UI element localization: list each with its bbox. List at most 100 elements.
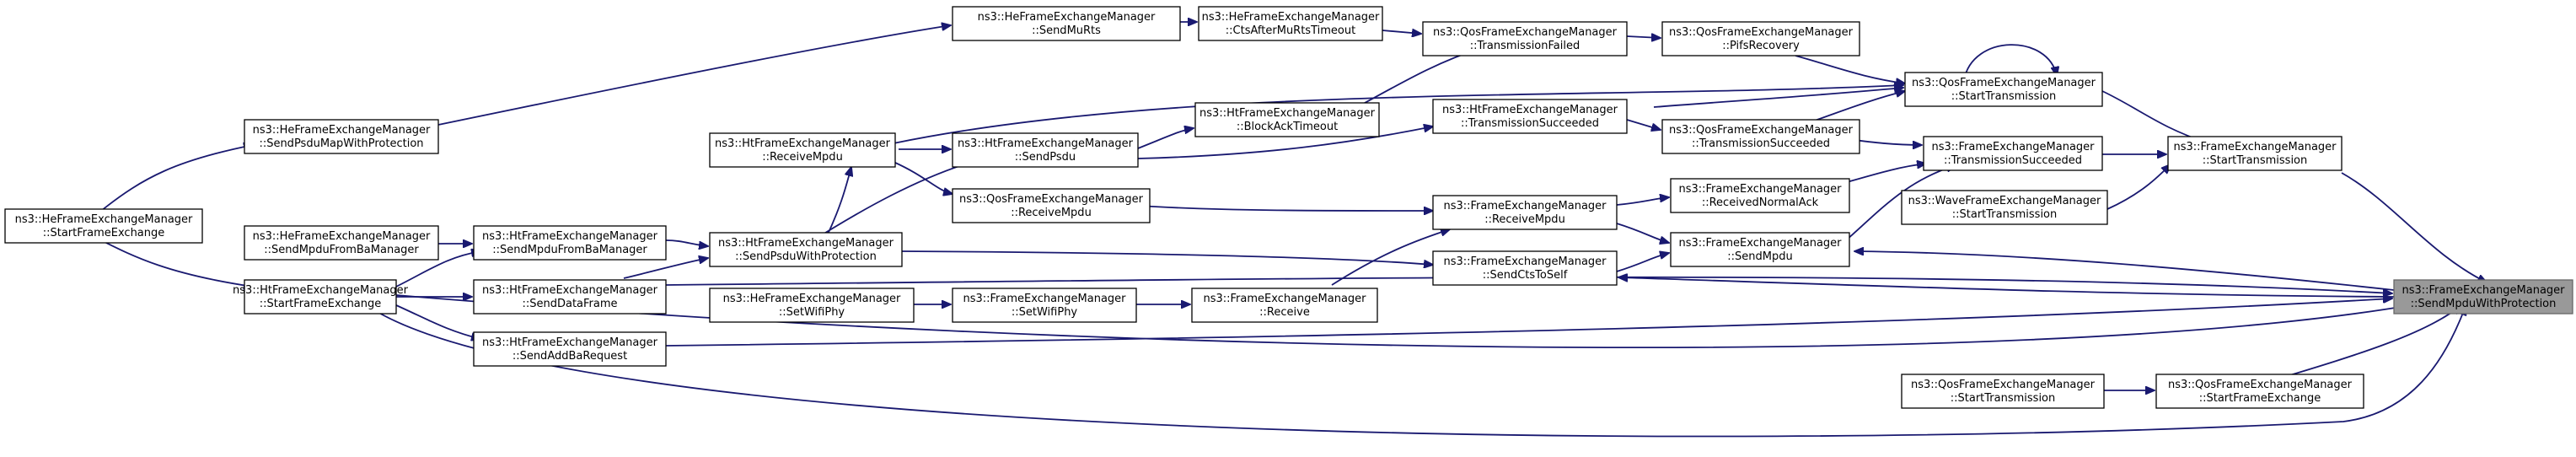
node-qos-transmission-failed[interactable]: ns3::QosFrameExchangeManager ::Transmiss…	[1422, 21, 1628, 56]
edge-htstartfe-htsendmpdufromba	[395, 251, 480, 288]
node-label-class: ns3::FrameExchangeManager	[963, 293, 1126, 305]
node-he-set-wifi-phy[interactable]: ns3::HeFrameExchangeManager ::SetWifiPhy	[709, 288, 915, 323]
edge-sendpsdumap-sendmurts	[437, 25, 951, 126]
node-label-class: ns3::HtFrameExchangeManager	[233, 284, 409, 297]
node-fe-set-wifi-phy[interactable]: ns3::FrameExchangeManager ::SetWifiPhy	[952, 288, 1137, 323]
node-label-method: ::StartTransmission	[2203, 154, 2308, 167]
node-he-send-psdu-map-with-protection[interactable]: ns3::HeFrameExchangeManager ::SendPsduMa…	[244, 119, 439, 154]
edge-httranssucc-qosstart	[1653, 88, 1903, 108]
node-label-method: ::StartFrameExchange	[43, 227, 165, 239]
node-label-method: ::ReceiveMpdu	[762, 151, 843, 164]
node-label-method: ::SendMpdu	[1727, 250, 1792, 263]
node-ht-transmission-succeeded[interactable]: ns3::HtFrameExchangeManager ::Transmissi…	[1432, 99, 1628, 134]
edge-qostranssucc-qosstart	[1811, 91, 1905, 122]
node-ht-send-data-frame[interactable]: ns3::HtFrameExchangeManager ::SendDataFr…	[473, 279, 667, 315]
node-label-class: ns3::HtFrameExchangeManager	[482, 284, 658, 297]
node-label-method: ::TransmissionFailed	[1470, 40, 1580, 52]
node-ht-send-mpdu-from-ba-manager[interactable]: ns3::HtFrameExchangeManager ::SendMpduFr…	[473, 225, 667, 261]
node-label-class: ns3::HtFrameExchangeManager	[482, 336, 658, 349]
edges	[100, 22, 2487, 438]
node-label-method: ::SendMpduWithProtection	[2411, 298, 2557, 310]
node-label-class: ns3::HeFrameExchangeManager	[253, 230, 431, 243]
edge-hestartfe-sendpsdumap	[100, 145, 253, 212]
node-label-class: ns3::QosFrameExchangeManager	[2168, 379, 2353, 391]
edge-sendpsdu-httranssucc	[1137, 126, 1433, 159]
node-label-class: ns3::QosFrameExchangeManager	[1912, 77, 2096, 89]
node-qos-pifs-recovery[interactable]: ns3::QosFrameExchangeManager ::PifsRecov…	[1661, 21, 1860, 56]
node-label-class: ns3::QosFrameExchangeManager	[1669, 26, 1854, 39]
edge-festarttransmission-sendmpduwithprotection	[2341, 172, 2487, 282]
node-label-method: ::SendMpduFromBaManager	[264, 244, 419, 256]
node-label-method: ::StartTransmission	[1952, 208, 2058, 221]
edge-htstartfe-sendaddba	[395, 304, 480, 339]
node-send-mpdu-with-protection[interactable]: ns3::FrameExchangeManager ::SendMpduWith…	[2393, 279, 2573, 315]
node-label-method: ::CtsAfterMuRtsTimeout	[1226, 24, 1355, 37]
node-qos-start-frame-exchange[interactable]: ns3::QosFrameExchangeManager ::StartFram…	[2155, 374, 2364, 409]
node-he-send-mu-rts[interactable]: ns3::HeFrameExchangeManager ::SendMuRts	[952, 6, 1181, 41]
node-label-method: ::SendCtsToSelf	[1483, 269, 1568, 282]
edge-htstartfe-to-qosstartfe-loop	[353, 294, 2466, 438]
node-label-class: ns3::QosFrameExchangeManager	[1911, 379, 2096, 391]
node-label-class: ns3::HtFrameExchangeManager	[958, 137, 1134, 150]
node-label-class: ns3::HtFrameExchangeManager	[1442, 104, 1618, 116]
edge-htsendaddba-sendmpduwithprotection	[665, 298, 2392, 347]
node-label-method: ::SendDataFrame	[522, 298, 617, 310]
edge-qosstartframeexchange-sendmpduwithprotection	[2275, 305, 2461, 380]
node-label-method: ::StartFrameExchange	[260, 298, 382, 310]
node-label-method: ::ReceivedNormalAck	[1702, 196, 1819, 209]
node-ht-start-frame-exchange[interactable]: ns3::HtFrameExchangeManager ::StartFrame…	[233, 279, 409, 315]
node-fe-receive-mpdu[interactable]: ns3::FrameExchangeManager ::ReceiveMpdu	[1432, 195, 1618, 230]
node-label-class: ns3::WaveFrameExchangeManager	[1908, 195, 2101, 207]
node-qos-receive-mpdu[interactable]: ns3::QosFrameExchangeManager ::ReceiveMp…	[952, 188, 1151, 223]
node-qos-transmission-succeeded[interactable]: ns3::QosFrameExchangeManager ::Transmiss…	[1661, 119, 1860, 154]
edge-fercv-recnormalack	[1616, 197, 1669, 206]
node-qos-start-transmission-2[interactable]: ns3::QosFrameExchangeManager ::StartTran…	[1901, 374, 2105, 409]
node-label-class: ns3::HeFrameExchangeManager	[253, 124, 431, 137]
node-ht-send-psdu-with-protection[interactable]: ns3::HtFrameExchangeManager ::SendPsduWi…	[709, 232, 903, 267]
node-label-class: ns3::HtFrameExchangeManager	[482, 230, 658, 243]
node-ht-send-add-ba-request[interactable]: ns3::HtFrameExchangeManager ::SendAddBaR…	[473, 331, 667, 367]
node-he-cts-after-mu-rts-timeout[interactable]: ns3::HeFrameExchangeManager ::CtsAfterMu…	[1198, 6, 1383, 41]
edge-fesendctstoself-sendmpduwithprotection	[1618, 277, 2395, 298]
node-label-method: ::StartTransmission	[1951, 90, 2057, 103]
edge-ctsafter-qosfailed	[1382, 30, 1421, 34]
node-fe-send-mpdu[interactable]: ns3::FrameExchangeManager ::SendMpdu	[1670, 232, 1850, 267]
edge-qosstart-festart	[2101, 90, 2208, 143]
node-label-class: ns3::QosFrameExchangeManager	[959, 193, 1144, 206]
edge-hestartfe-htstartfe	[100, 239, 253, 287]
node-label-method: ::TransmissionSucceeded	[1944, 154, 2082, 167]
node-fe-transmission-succeeded[interactable]: ns3::FrameExchangeManager ::Transmission…	[1923, 136, 2103, 171]
node-label-class: ns3::HtFrameExchangeManager	[715, 137, 891, 150]
node-ht-send-psdu[interactable]: ns3::HtFrameExchangeManager ::SendPsdu	[952, 132, 1139, 168]
node-label-class: ns3::FrameExchangeManager	[1678, 237, 1842, 250]
node-label-method: ::SendMpduFromBaManager	[492, 244, 647, 256]
node-fe-send-cts-to-self[interactable]: ns3::FrameExchangeManager ::SendCtsToSel…	[1432, 250, 1618, 286]
edge-sendmpdufromba-sendpsduwithprot	[665, 239, 708, 246]
node-fe-received-normal-ack[interactable]: ns3::FrameExchangeManager ::ReceivedNorm…	[1670, 178, 1850, 213]
node-wave-start-transmission[interactable]: ns3::WaveFrameExchangeManager ::StartTra…	[1901, 190, 2108, 225]
edge-qosfailed-pifs	[1626, 36, 1661, 38]
edge-sendpsdu-blockack	[1137, 128, 1194, 149]
node-fe-start-transmission[interactable]: ns3::FrameExchangeManager ::StartTransmi…	[2167, 136, 2343, 171]
node-label-class: ns3::FrameExchangeManager	[1443, 200, 1607, 212]
node-label-class: ns3::QosFrameExchangeManager	[1669, 124, 1854, 137]
edge-fercv-fesendmpdu	[1616, 223, 1669, 243]
node-ht-receive-mpdu[interactable]: ns3::HtFrameExchangeManager ::ReceiveMpd…	[709, 132, 896, 168]
node-he-start-frame-exchange[interactable]: ns3::HeFrameExchangeManager ::StartFrame…	[4, 208, 203, 244]
node-label-class: ns3::FrameExchangeManager	[2402, 284, 2565, 297]
node-he-send-mpdu-from-ba-manager[interactable]: ns3::HeFrameExchangeManager ::SendMpduFr…	[244, 225, 439, 261]
node-label-method: ::SendPsduMapWithProtection	[259, 137, 423, 150]
node-label-method: ::ReceiveMpdu	[1011, 207, 1092, 219]
node-label-class: ns3::HtFrameExchangeManager	[718, 237, 894, 250]
node-qos-start-transmission[interactable]: ns3::QosFrameExchangeManager ::StartTran…	[1904, 72, 2103, 107]
node-label-method: ::SetWifiPhy	[1012, 306, 1078, 319]
node-label-class: ns3::HeFrameExchangeManager	[1202, 11, 1380, 24]
node-label-class: ns3::FrameExchangeManager	[1443, 255, 1607, 268]
node-label-method: ::TransmissionSucceeded	[1461, 117, 1599, 130]
node-ht-block-ack-timeout[interactable]: ns3::HtFrameExchangeManager ::BlockAckTi…	[1194, 102, 1380, 137]
node-label-class: ns3::FrameExchangeManager	[1203, 293, 1366, 305]
node-label-method: ::TransmissionSucceeded	[1692, 137, 1830, 150]
node-fe-receive[interactable]: ns3::FrameExchangeManager ::Receive	[1191, 288, 1378, 323]
node-label-method: ::SendMuRts	[1032, 24, 1101, 37]
